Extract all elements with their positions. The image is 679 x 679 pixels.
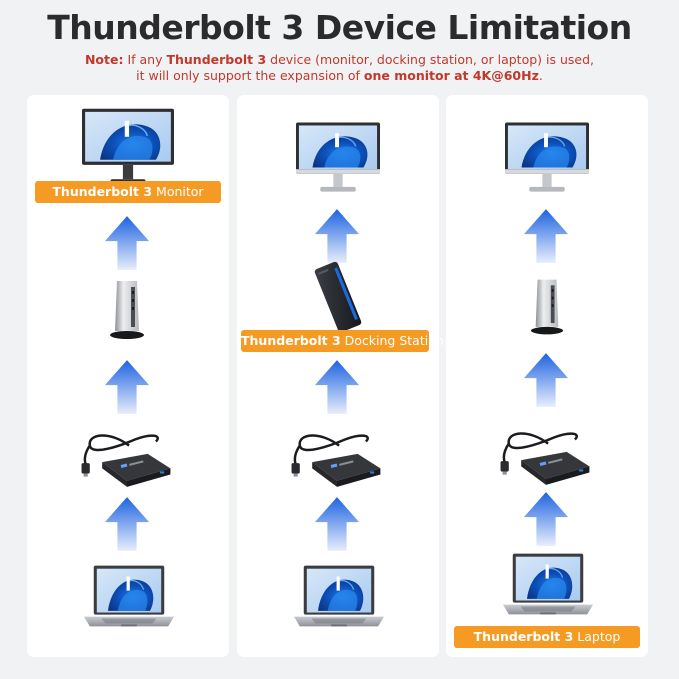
laptop-icon xyxy=(292,565,386,629)
arrow-up-icon xyxy=(103,358,151,416)
docking-station-icon xyxy=(309,261,367,333)
arrow-up-icon xyxy=(522,490,570,548)
label-bold: Thunderbolt 3 xyxy=(241,333,341,348)
note-bold-2: one monitor at 4K@60Hz xyxy=(363,68,539,83)
laptop-icon xyxy=(82,565,176,629)
note-text-3: it will only support the expansion of xyxy=(136,68,364,83)
arrow-up-icon xyxy=(313,495,361,553)
limitation-note: Note: If any Thunderbolt 3 device (monit… xyxy=(0,52,679,84)
dock-icon xyxy=(530,277,564,337)
note-text-4: . xyxy=(538,68,543,83)
note-text-2: device (monitor, docking station, or lap… xyxy=(266,52,595,67)
arrow-up-icon xyxy=(313,207,361,265)
arrow-up-icon xyxy=(103,214,151,272)
laptop-icon xyxy=(501,550,595,620)
dock-icon xyxy=(109,278,145,342)
page-title: Thunderbolt 3 Device Limitation xyxy=(47,8,632,47)
arrow-up-icon xyxy=(103,495,151,553)
adapter-icon xyxy=(498,425,594,487)
column-docking-station: Thunderbolt 3 Docking Station xyxy=(237,95,444,657)
adapter-icon xyxy=(79,427,175,489)
monitor-icon xyxy=(296,122,380,194)
column-laptop: Thunderbolt 3 Laptop xyxy=(446,95,648,657)
arrow-up-icon xyxy=(522,207,570,265)
label-thunderbolt-monitor: Thunderbolt 3 Monitor xyxy=(35,181,221,203)
note-prefix: Note: xyxy=(84,52,124,67)
label-bold: Thunderbolt 3 xyxy=(473,629,574,644)
note-bold-1: Thunderbolt 3 xyxy=(166,52,267,67)
label-thunderbolt-laptop: Thunderbolt 3 Laptop xyxy=(454,626,640,648)
monitor-icon xyxy=(82,108,174,187)
note-text-1: If any xyxy=(123,52,167,67)
adapter-icon xyxy=(289,427,385,489)
label-thunderbolt-docking-station: Thunderbolt 3 Docking Station xyxy=(241,330,444,352)
label-bold: Thunderbolt 3 xyxy=(52,184,153,199)
arrow-up-icon xyxy=(522,351,570,409)
column-monitor: Thunderbolt 3 Monitor xyxy=(27,95,229,657)
label-rest: Laptop xyxy=(573,629,621,644)
arrow-up-icon xyxy=(313,358,361,416)
monitor-icon xyxy=(505,122,589,194)
label-rest: Docking Station xyxy=(340,333,444,348)
label-rest: Monitor xyxy=(152,184,204,199)
